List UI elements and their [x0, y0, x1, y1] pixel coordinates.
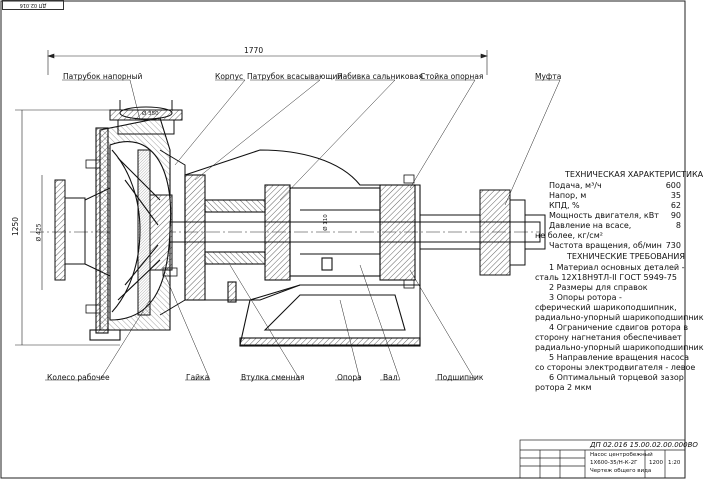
dim-overall-length: [47, 50, 488, 75]
tech-spec-label: Подача, м³/ч: [549, 181, 602, 190]
label-nozzle-outlet: Патрубок напорный: [63, 72, 143, 81]
tech-spec-value: 35: [670, 191, 681, 200]
label-support: Опора: [337, 373, 362, 382]
dim-overall-length-text: 1770: [244, 46, 264, 55]
title-block-mass: 1200: [649, 460, 663, 466]
title-block-grid: [519, 439, 686, 479]
leaders: [45, 79, 561, 381]
dim-height: [15, 109, 120, 346]
dim-outlet-dia-text: Ø 350: [142, 111, 159, 117]
tech-spec-label: не более, кг/см²: [535, 231, 603, 240]
tech-spec-value: 90: [670, 211, 681, 220]
title-block-doc-code: ДП 02.016 15.00.02.00.000ВО: [590, 441, 698, 449]
tech-spec-row: Давление на всасе, 8: [535, 221, 685, 231]
label-nut: Гайка: [186, 373, 210, 382]
top-stamp: ДП 02.016 15.00.02.00.000ВО: [2, 0, 64, 10]
tech-spec-label: Частота вращения, об/мин: [549, 241, 662, 250]
label-sleeve: Втулка сменная: [241, 373, 305, 382]
requirement-line: 2 Размеры для справок: [549, 283, 648, 292]
sheet-border: [0, 0, 686, 479]
label-casing: Корпус: [215, 72, 244, 81]
tech-spec-row: Напор, м 35: [535, 191, 685, 201]
title-block-name-1: Насос центробежный: [590, 452, 653, 458]
coupling: [479, 189, 546, 276]
outlet-nozzle: [109, 100, 183, 135]
assembly-drawing: [0, 0, 686, 479]
requirements-list: 1 Материал основных деталей - сталь 12Х1…: [535, 263, 704, 393]
requirement-line: радиально-упорный шарикоподшипник: [535, 343, 704, 352]
tech-spec-row: Частота вращения, об/мин 730: [535, 241, 685, 251]
requirement-line: сферический шарикоподшипник,: [535, 303, 677, 312]
tech-spec-row: КПД, % 62: [535, 201, 685, 211]
tech-spec-title: ТЕХНИЧЕСКАЯ ХАРАКТЕРИСТИКА: [565, 170, 704, 179]
tech-spec-row: не более, кг/см²: [535, 231, 685, 241]
tech-spec-row: Подача, м³/ч 600: [535, 181, 685, 191]
requirement-line: ротора 2 мкм: [535, 383, 592, 392]
tech-spec-label: КПД, %: [549, 201, 580, 210]
label-gland: Набивка сальниковая: [337, 72, 424, 81]
tech-spec-value: 600: [665, 181, 681, 190]
label-bearing: Подшипник: [437, 373, 484, 382]
tech-spec-label: Мощность двигателя, кВт: [549, 211, 659, 220]
requirement-line: сталь 12Х18Н9ТЛ-II ГОСТ 5949-75: [535, 273, 677, 282]
dim-shaft-dia-text: Ø 110: [322, 214, 329, 231]
title-block-scale: 1:20: [668, 460, 681, 466]
support-frame: [89, 281, 421, 347]
requirements-title: ТЕХНИЧЕСКИЕ ТРЕБОВАНИЯ: [567, 252, 685, 261]
requirement-line: 5 Направление вращения насоса: [549, 353, 690, 362]
tech-spec-rows: Подача, м³/ч 600 Напор, м 35 КПД, % 62 М…: [535, 181, 685, 251]
tech-spec-label: Давление на всасе,: [549, 221, 632, 230]
title-block-name-2: 1Х600-35/Н-К-2Г: [590, 460, 638, 466]
dim-height-text: 1250: [11, 216, 21, 237]
impeller: [137, 149, 186, 316]
bolts: [85, 159, 415, 314]
requirement-line: радиально-упорный шарикоподшипник: [535, 313, 704, 322]
requirement-line: со стороны электродвигателя - левое: [535, 363, 696, 372]
requirement-line: 1 Материал основных деталей -: [549, 263, 685, 272]
bearing-stand: [184, 149, 421, 301]
label-nozzle-inlet: Патрубок всасывающий: [247, 72, 343, 81]
label-coupling: Муфта: [535, 72, 562, 81]
label-shaft: Вал: [383, 373, 398, 382]
label-impeller: Колесо рабочее: [47, 373, 110, 382]
title-block-name-3: Чертеж общего вида: [590, 468, 652, 474]
label-bearing-stand: Стойка опорная: [420, 72, 484, 81]
tech-spec-label: Напор, м: [549, 191, 587, 200]
tech-spec-row: Мощность двигателя, кВт 90: [535, 211, 685, 221]
requirement-line: 3 Опоры ротора -: [549, 293, 622, 302]
requirement-line: сторону нагнетания обеспечивает: [535, 333, 682, 342]
dim-inlet-dia-text: Ø 425: [35, 223, 43, 242]
tech-spec-value: 730: [665, 241, 681, 250]
tech-spec-value: 8: [675, 221, 681, 230]
requirement-line: 4 Ограничение сдвигов ротора в: [549, 323, 689, 332]
requirement-line: 6 Оптимальный торцевой зазор: [549, 373, 684, 382]
tech-spec-value: 62: [670, 201, 681, 210]
